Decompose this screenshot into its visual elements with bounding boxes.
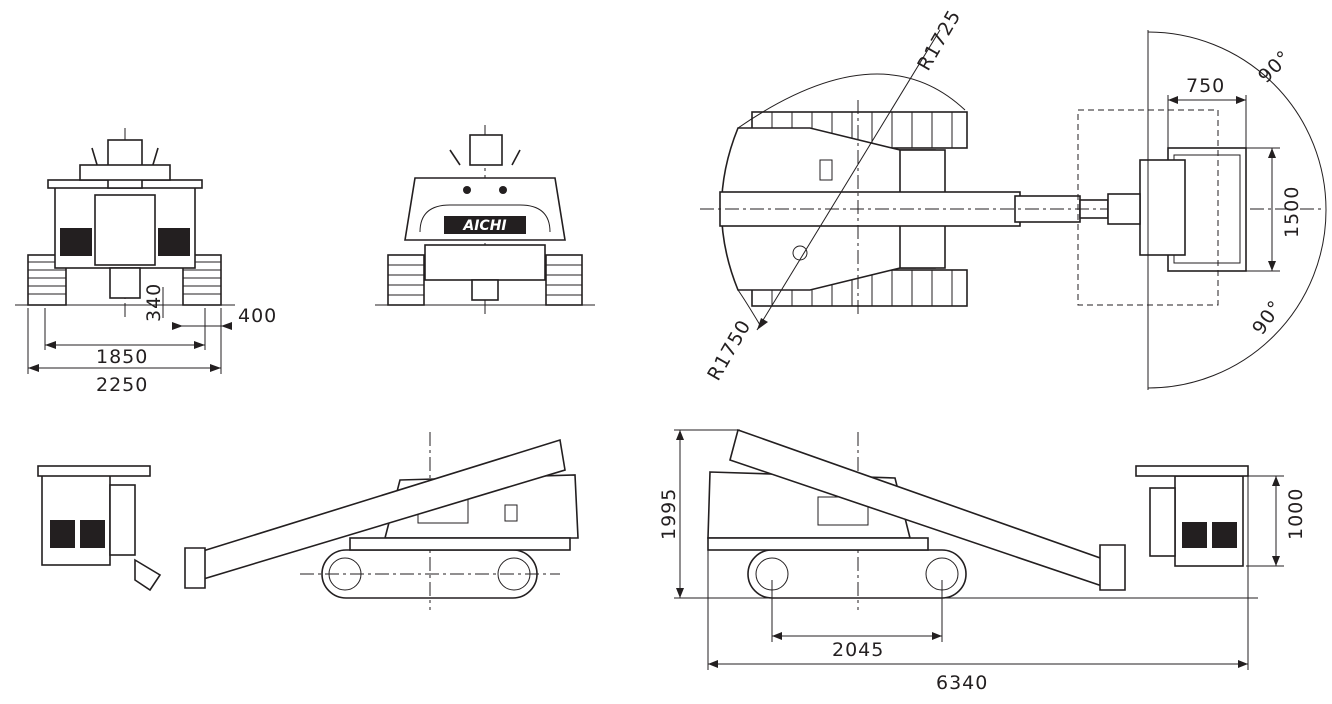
dim-overall-width: 2250	[96, 374, 148, 396]
dim-track-gauge: 1850	[96, 346, 148, 368]
dim-track-length: 2045	[832, 639, 884, 661]
dim-track-width: 400	[238, 305, 277, 327]
dim-front-swing-radius: R1750	[703, 316, 755, 385]
side-view-right: 1995 1000 2045 6340	[658, 428, 1307, 694]
dim-overall-length: 6340	[936, 672, 988, 694]
dim-rotation-angle-bottom: 90°	[1248, 296, 1287, 339]
rear-logo: AICHI	[462, 218, 506, 234]
dim-rotation-angle-top: 90°	[1254, 46, 1295, 87]
top-view: 750 1500 R1725 R1750 90° 90°	[700, 6, 1327, 390]
dim-stowed-height: 1995	[658, 488, 680, 540]
dim-platform-depth: 750	[1186, 75, 1225, 97]
dim-tail-swing-radius: R1725	[913, 6, 965, 75]
front-view: 340 400 1850 2250	[15, 128, 277, 396]
dim-platform-width: 1500	[1281, 186, 1303, 238]
rear-view: AICHI	[375, 125, 595, 318]
dim-platform-height: 1000	[1285, 488, 1307, 540]
side-view-left	[37, 432, 579, 610]
dim-ground-clearance: 340	[143, 283, 165, 322]
